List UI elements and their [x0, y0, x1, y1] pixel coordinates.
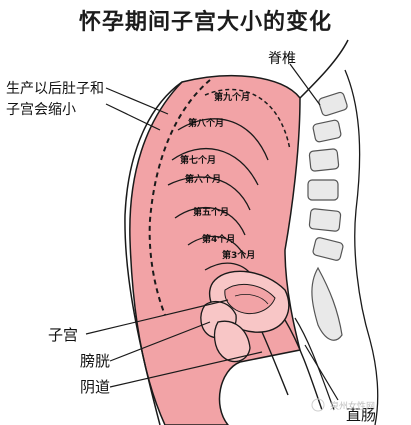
label-postpartum-line1: 生产以后肚子和: [6, 81, 104, 97]
arc-month-4: [187, 235, 246, 259]
label-postpartum-line2: 子宫会缩小: [6, 102, 76, 118]
rectum-canal: [284, 319, 323, 411]
watermark-icon: [311, 398, 325, 412]
ninth-month-dashed-arc: [204, 88, 291, 151]
month-label-3: 第3个月: [222, 249, 255, 261]
month-label-9: 第九个月: [214, 91, 250, 103]
label-uterus: 子宫: [48, 326, 78, 344]
label-spine: 脊椎: [268, 51, 296, 67]
diagram-title: 怀孕期间子宫大小的变化: [78, 10, 332, 35]
postpartum-dashed-outline: [148, 79, 211, 316]
label-vagina: 阴道: [80, 378, 110, 396]
vagina-canal: [261, 331, 289, 396]
month-labels: 第九个月 第八个月 第七个月 第六个月 第五个月 第4个月 第3个月: [180, 91, 255, 261]
month-label-7: 第七个月: [180, 154, 216, 166]
arc-month-6: [167, 176, 251, 211]
abdomen-outline: [124, 81, 183, 425]
leader-lines: [85, 63, 339, 401]
month-label-8: 第八个月: [188, 117, 224, 129]
month-label-6: 第六个月: [185, 173, 221, 185]
label-rectum: 直肠: [346, 406, 376, 424]
spine: [307, 91, 348, 341]
month-label-5: 第五个月: [193, 206, 229, 218]
watermark: 泉州女性网: [311, 398, 375, 412]
arc-month-7: [171, 147, 259, 186]
rectum-canal-wall: [294, 317, 335, 411]
belly-body: [129, 74, 301, 425]
label-bladder: 膀胱: [80, 352, 110, 370]
month-label-4: 第4个月: [202, 233, 235, 245]
spine-back-outline: [344, 69, 379, 425]
back-outline: [299, 39, 349, 99]
bladder-organ: [200, 301, 251, 363]
watermark-text: 泉州女性网: [330, 400, 375, 412]
arc-month-5: [174, 206, 246, 236]
arc-month-8: [177, 118, 269, 161]
